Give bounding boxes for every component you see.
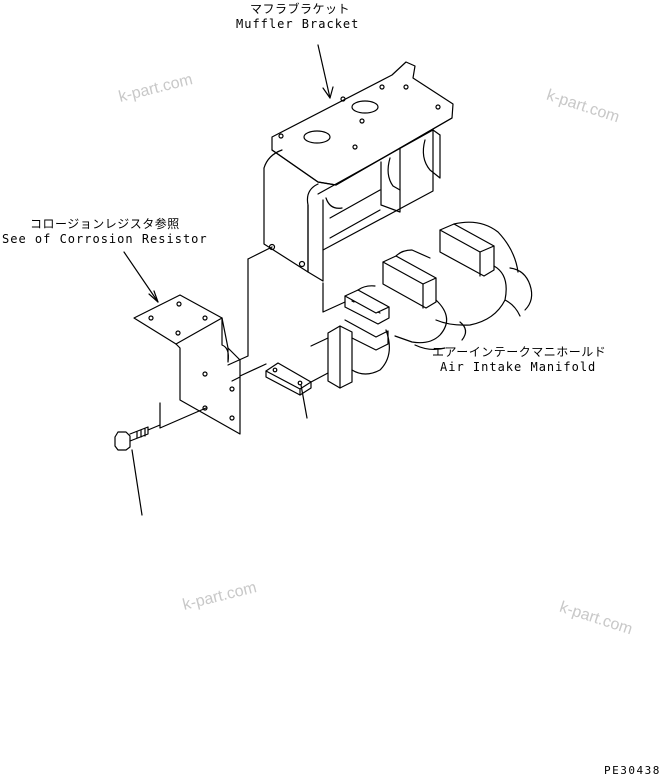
muffler-bracket-label-en: Muffler Bracket bbox=[236, 17, 360, 31]
drawing-code: PE30438 bbox=[604, 764, 661, 777]
air-intake-manifold bbox=[327, 221, 533, 389]
bolt bbox=[114, 426, 149, 451]
muffler-bracket-label-jp: マフラブラケット bbox=[250, 2, 351, 16]
spacer-plate bbox=[265, 362, 312, 396]
corrosion-resistor-label-jp: コロージョンレジスタ参照 bbox=[30, 217, 180, 231]
corrosion-resistor-label-en: See of Corrosion Resistor bbox=[2, 232, 208, 246]
air-intake-label-jp: エアーインテークマニホールド bbox=[432, 345, 607, 359]
corrosion-resistor-bracket bbox=[133, 294, 241, 435]
muffler-bracket bbox=[263, 61, 454, 282]
leader-lines bbox=[123, 44, 346, 516]
air-intake-label-en: Air Intake Manifold bbox=[440, 360, 597, 374]
